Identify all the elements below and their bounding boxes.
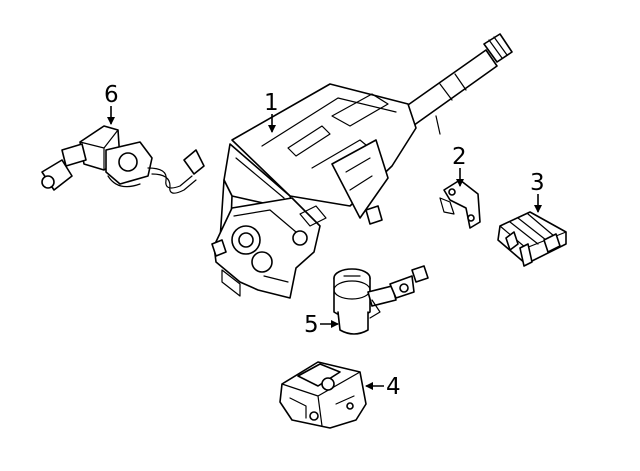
callout-4: 4 [365,374,401,400]
mounting-bracket [439,179,481,229]
steering-column-assembly [211,33,513,299]
callout-label: 4 [386,374,401,400]
callout-label: 6 [104,82,119,108]
control-module [497,211,567,267]
callout-5: 5 [304,312,339,338]
ignition-lock-cylinder [333,265,429,335]
switch-module [279,361,367,429]
callout-label: 1 [264,90,279,116]
callout-6: 6 [104,82,119,125]
callout-label: 2 [452,144,467,170]
callout-1: 1 [264,90,279,133]
callout-label: 5 [304,312,319,338]
sensor-with-harness [41,125,205,194]
callout-label: 3 [530,170,545,196]
callout-3: 3 [530,170,545,213]
callout-2: 2 [452,144,467,187]
